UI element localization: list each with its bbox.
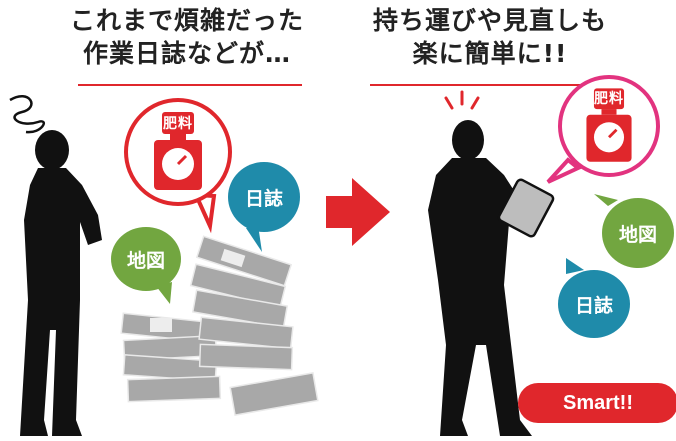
bubble-tail-right-scale [546, 157, 582, 184]
businessman-silhouette [428, 120, 532, 436]
right-caption-line1: 持ち運びや見直しも [372, 6, 607, 35]
right-caption: 持ち運びや見直しも 楽に簡単に!! [370, 4, 610, 70]
tablet-icon [497, 178, 555, 238]
bubble-tail-right-diary [566, 258, 584, 274]
left-caption: これまで煩雑だった 作業日誌などが… [58, 4, 316, 70]
confused-man-silhouette [20, 130, 102, 436]
right-arrow-icon [326, 178, 390, 246]
surprise-marks-icon [444, 90, 480, 110]
bubble-tail-left-diary [246, 225, 262, 252]
left-caption-line2: 作業日誌などが… [82, 39, 291, 68]
diary-bubble-left: 日誌 [228, 162, 300, 232]
map-bubble-left: 地図 [111, 227, 181, 291]
scale-label-right: 肥料 [594, 91, 624, 107]
right-caption-line2: 楽に簡単に!! [412, 39, 568, 68]
left-caption-line1: これまで煩雑だった [69, 6, 304, 35]
scale-bubble-left: 肥料 [124, 98, 232, 206]
scale-bubble-right: 肥料 [558, 75, 660, 177]
diary-bubble-right: 日誌 [558, 270, 630, 338]
confused-squiggle-icon [9, 94, 45, 134]
scale-label-left: 肥料 [163, 116, 193, 132]
left-divider [78, 84, 302, 86]
right-divider [370, 84, 596, 86]
paper-stack-icon [120, 235, 319, 416]
map-bubble-right: 地図 [602, 198, 674, 268]
smart-button[interactable]: Smart!! [518, 383, 676, 423]
bubble-tail-right-map [594, 194, 618, 206]
